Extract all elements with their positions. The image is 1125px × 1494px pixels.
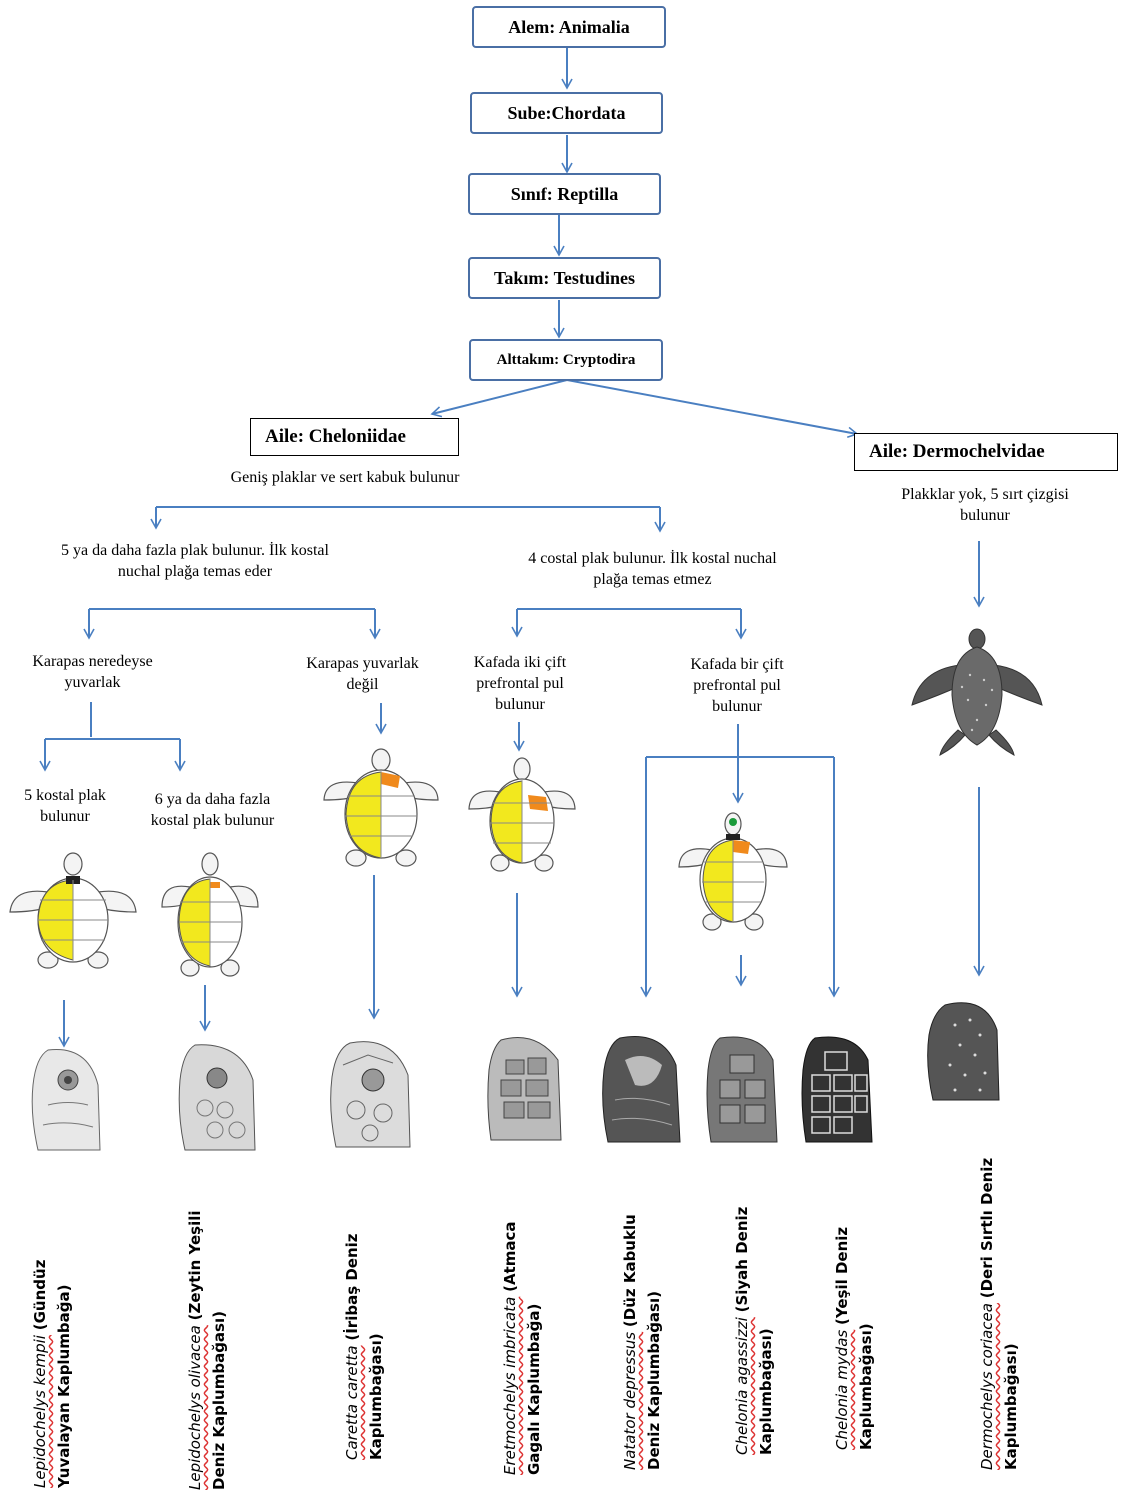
turtle-diagram-imbricata [468, 757, 576, 872]
phylum-box: Sube:Chordata [470, 92, 663, 134]
head-image-mydas [801, 1036, 873, 1143]
not-round-carapace-text: Karapas yuvarlak değil [306, 655, 419, 693]
head-image-olivacea [178, 1044, 256, 1151]
suborder-box: Alttakım: Cryptodira [469, 339, 663, 381]
family-dermochelvidae-box: Aile: Dermochelvidae [854, 433, 1118, 471]
six-costal-text: 6 ya da daha fazla kostal plak bulunur [150, 791, 275, 829]
round-carapace-text: Karapas neredeyse yuvarlak [32, 653, 153, 691]
branch-left-text: 5 ya da daha fazla plak bulunur. İlk kos… [61, 542, 329, 580]
dermochelvidae-description: Plakklar yok, 5 sırt çizgisi bulunur [901, 486, 1069, 524]
turtle-diagram-caretta [323, 748, 439, 867]
class-box: Sınıf: Reptilla [468, 173, 661, 215]
head-image-depressus [602, 1036, 681, 1143]
branch-right-text: 4 costal plak bulunur. İlk kostal nuchal… [528, 550, 777, 588]
head-image-agassizzi [706, 1036, 778, 1143]
head-image-coriacea [927, 1002, 1000, 1101]
turtle-diagram-kempii [9, 852, 137, 969]
family-cheloniidae-box: Aile: Cheloniidae [250, 418, 459, 456]
kingdom-box: Alem: Animalia [472, 6, 666, 48]
five-costal-text: 5 kostal plak bulunur [24, 787, 106, 825]
leatherback-turtle-image [911, 628, 1043, 756]
order-box: Takım: Testudines [468, 257, 661, 299]
one-pair-prefrontal-text: Kafada bir çift prefrontal pul bulunur [690, 656, 784, 715]
head-image-imbricata [487, 1037, 562, 1141]
head-image-kempii [31, 1048, 101, 1151]
two-pairs-prefrontal-text: Kafada iki çift prefrontal pul bulunur [473, 654, 567, 713]
head-image-caretta [330, 1041, 411, 1148]
cheloniidae-description: Geniş plaklar ve sert kabuk bulunur [230, 469, 460, 486]
turtle-diagram-chelonia [678, 812, 788, 931]
turtle-diagram-olivacea [161, 852, 259, 977]
